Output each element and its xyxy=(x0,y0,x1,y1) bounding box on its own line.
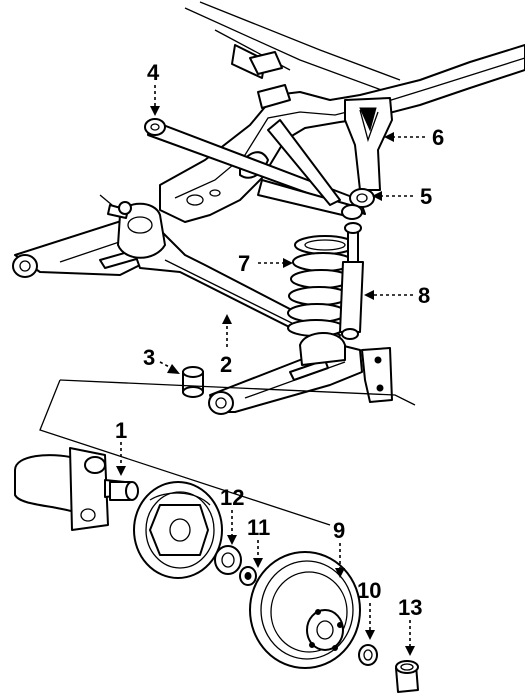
brake-backing-plate xyxy=(133,481,223,579)
callout-5: 5 xyxy=(420,184,432,209)
callout-9: 9 xyxy=(333,518,345,543)
callout-12: 12 xyxy=(220,485,244,510)
spindle-shaft xyxy=(109,481,139,501)
coil-spring xyxy=(287,235,356,337)
lower-control-arm-right xyxy=(208,332,393,415)
upper-arm-bushing xyxy=(341,188,375,220)
shock-absorber xyxy=(339,222,364,340)
callout-2: 2 xyxy=(220,352,232,377)
crossmember xyxy=(257,119,356,219)
callout-4: 4 xyxy=(147,60,160,85)
vehicle-frame xyxy=(159,1,525,223)
callout-8: 8 xyxy=(418,283,430,308)
bushing xyxy=(182,366,204,398)
callout-11: 11 xyxy=(247,515,270,540)
brake-drum xyxy=(249,551,361,669)
callout-10: 10 xyxy=(357,578,381,603)
upper-control-arm xyxy=(144,118,366,215)
rear-axle-beam xyxy=(99,194,341,351)
callout-7: 7 xyxy=(238,251,250,276)
detail-box xyxy=(39,379,416,526)
callout-6: 6 xyxy=(432,125,444,150)
dust-cap xyxy=(395,660,419,693)
callout-1: 1 xyxy=(115,418,127,443)
spindle-carrier xyxy=(14,447,126,531)
grease-seal xyxy=(239,566,257,586)
wheel-bearing xyxy=(214,545,242,575)
callout-3: 3 xyxy=(143,345,155,370)
callout-13: 13 xyxy=(398,595,422,620)
spindle-nut xyxy=(358,644,378,666)
frame-bracket xyxy=(344,97,393,191)
callout-leaders xyxy=(116,85,425,656)
